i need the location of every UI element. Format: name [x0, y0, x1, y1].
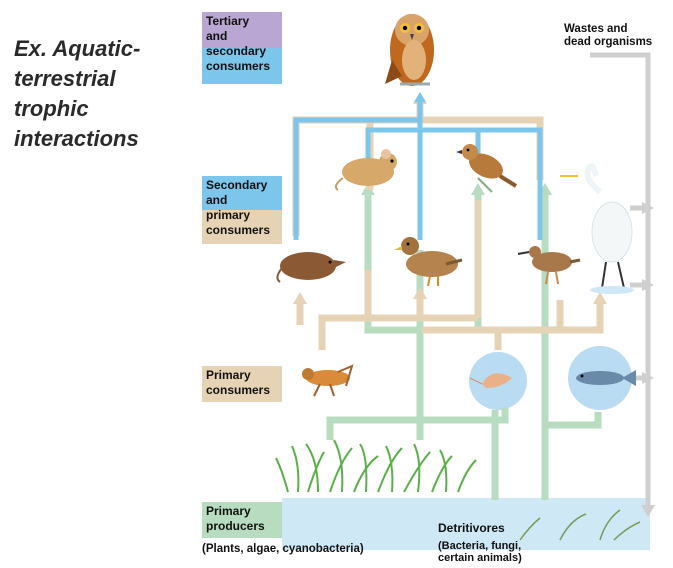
- level-primary-consumers-line-1: Primary: [206, 368, 278, 383]
- level-secondary-line-1: Secondary: [206, 178, 278, 193]
- detritivores-note-line-1: (Bacteria, fungi,: [438, 540, 522, 552]
- level-tertiary-line-2: and: [206, 29, 278, 44]
- producer-arrowheads: [361, 183, 552, 195]
- wastes-line-1: Wastes and: [564, 23, 652, 36]
- level-tertiary-line-4: consumers: [206, 59, 278, 74]
- level-primary-consumers-line-2: consumers: [206, 383, 278, 398]
- level-secondary-label: Secondary and primary consumers: [202, 176, 282, 244]
- secondary-arrowheads: [414, 92, 426, 102]
- producers-note: (Plants, algae, cyanobacteria): [202, 543, 364, 556]
- detritivores-label: Detritivores: [438, 522, 505, 535]
- detritivores-note: (Bacteria, fungi, certain animals): [438, 540, 522, 564]
- wastes-label: Wastes and dead organisms: [564, 23, 652, 49]
- level-primary-consumers-label: Primary consumers: [202, 366, 282, 402]
- primary-consumer-arrows: [296, 100, 600, 350]
- level-secondary-line-3: primary: [206, 208, 278, 223]
- producer-arrows: [330, 190, 598, 500]
- grass-icon: [276, 440, 476, 492]
- level-secondary-line-2: and: [206, 193, 278, 208]
- level-tertiary-line-1: Tertiary: [206, 14, 278, 29]
- level-tertiary-label: Tertiary and secondary consumers: [202, 12, 282, 84]
- level-tertiary-line-3: secondary: [206, 44, 278, 59]
- heron-icon: [560, 166, 634, 294]
- wastes-line-2: dead organisms: [564, 36, 652, 49]
- grasshopper-icon: [302, 366, 352, 396]
- owl-icon: [385, 14, 434, 86]
- level-primary-producers-line-2: producers: [206, 519, 278, 534]
- level-secondary-line-4: consumers: [206, 223, 278, 238]
- detritivores-note-line-2: certain animals): [438, 552, 522, 564]
- shrew-icon: [277, 252, 346, 282]
- level-primary-producers-label: Primary producers: [202, 502, 282, 538]
- duck-icon: [394, 237, 462, 286]
- waste-arrows: [590, 55, 648, 512]
- sparrow-icon: [456, 144, 516, 192]
- sandpiper-icon: [518, 246, 580, 284]
- level-primary-producers-line-1: Primary: [206, 504, 278, 519]
